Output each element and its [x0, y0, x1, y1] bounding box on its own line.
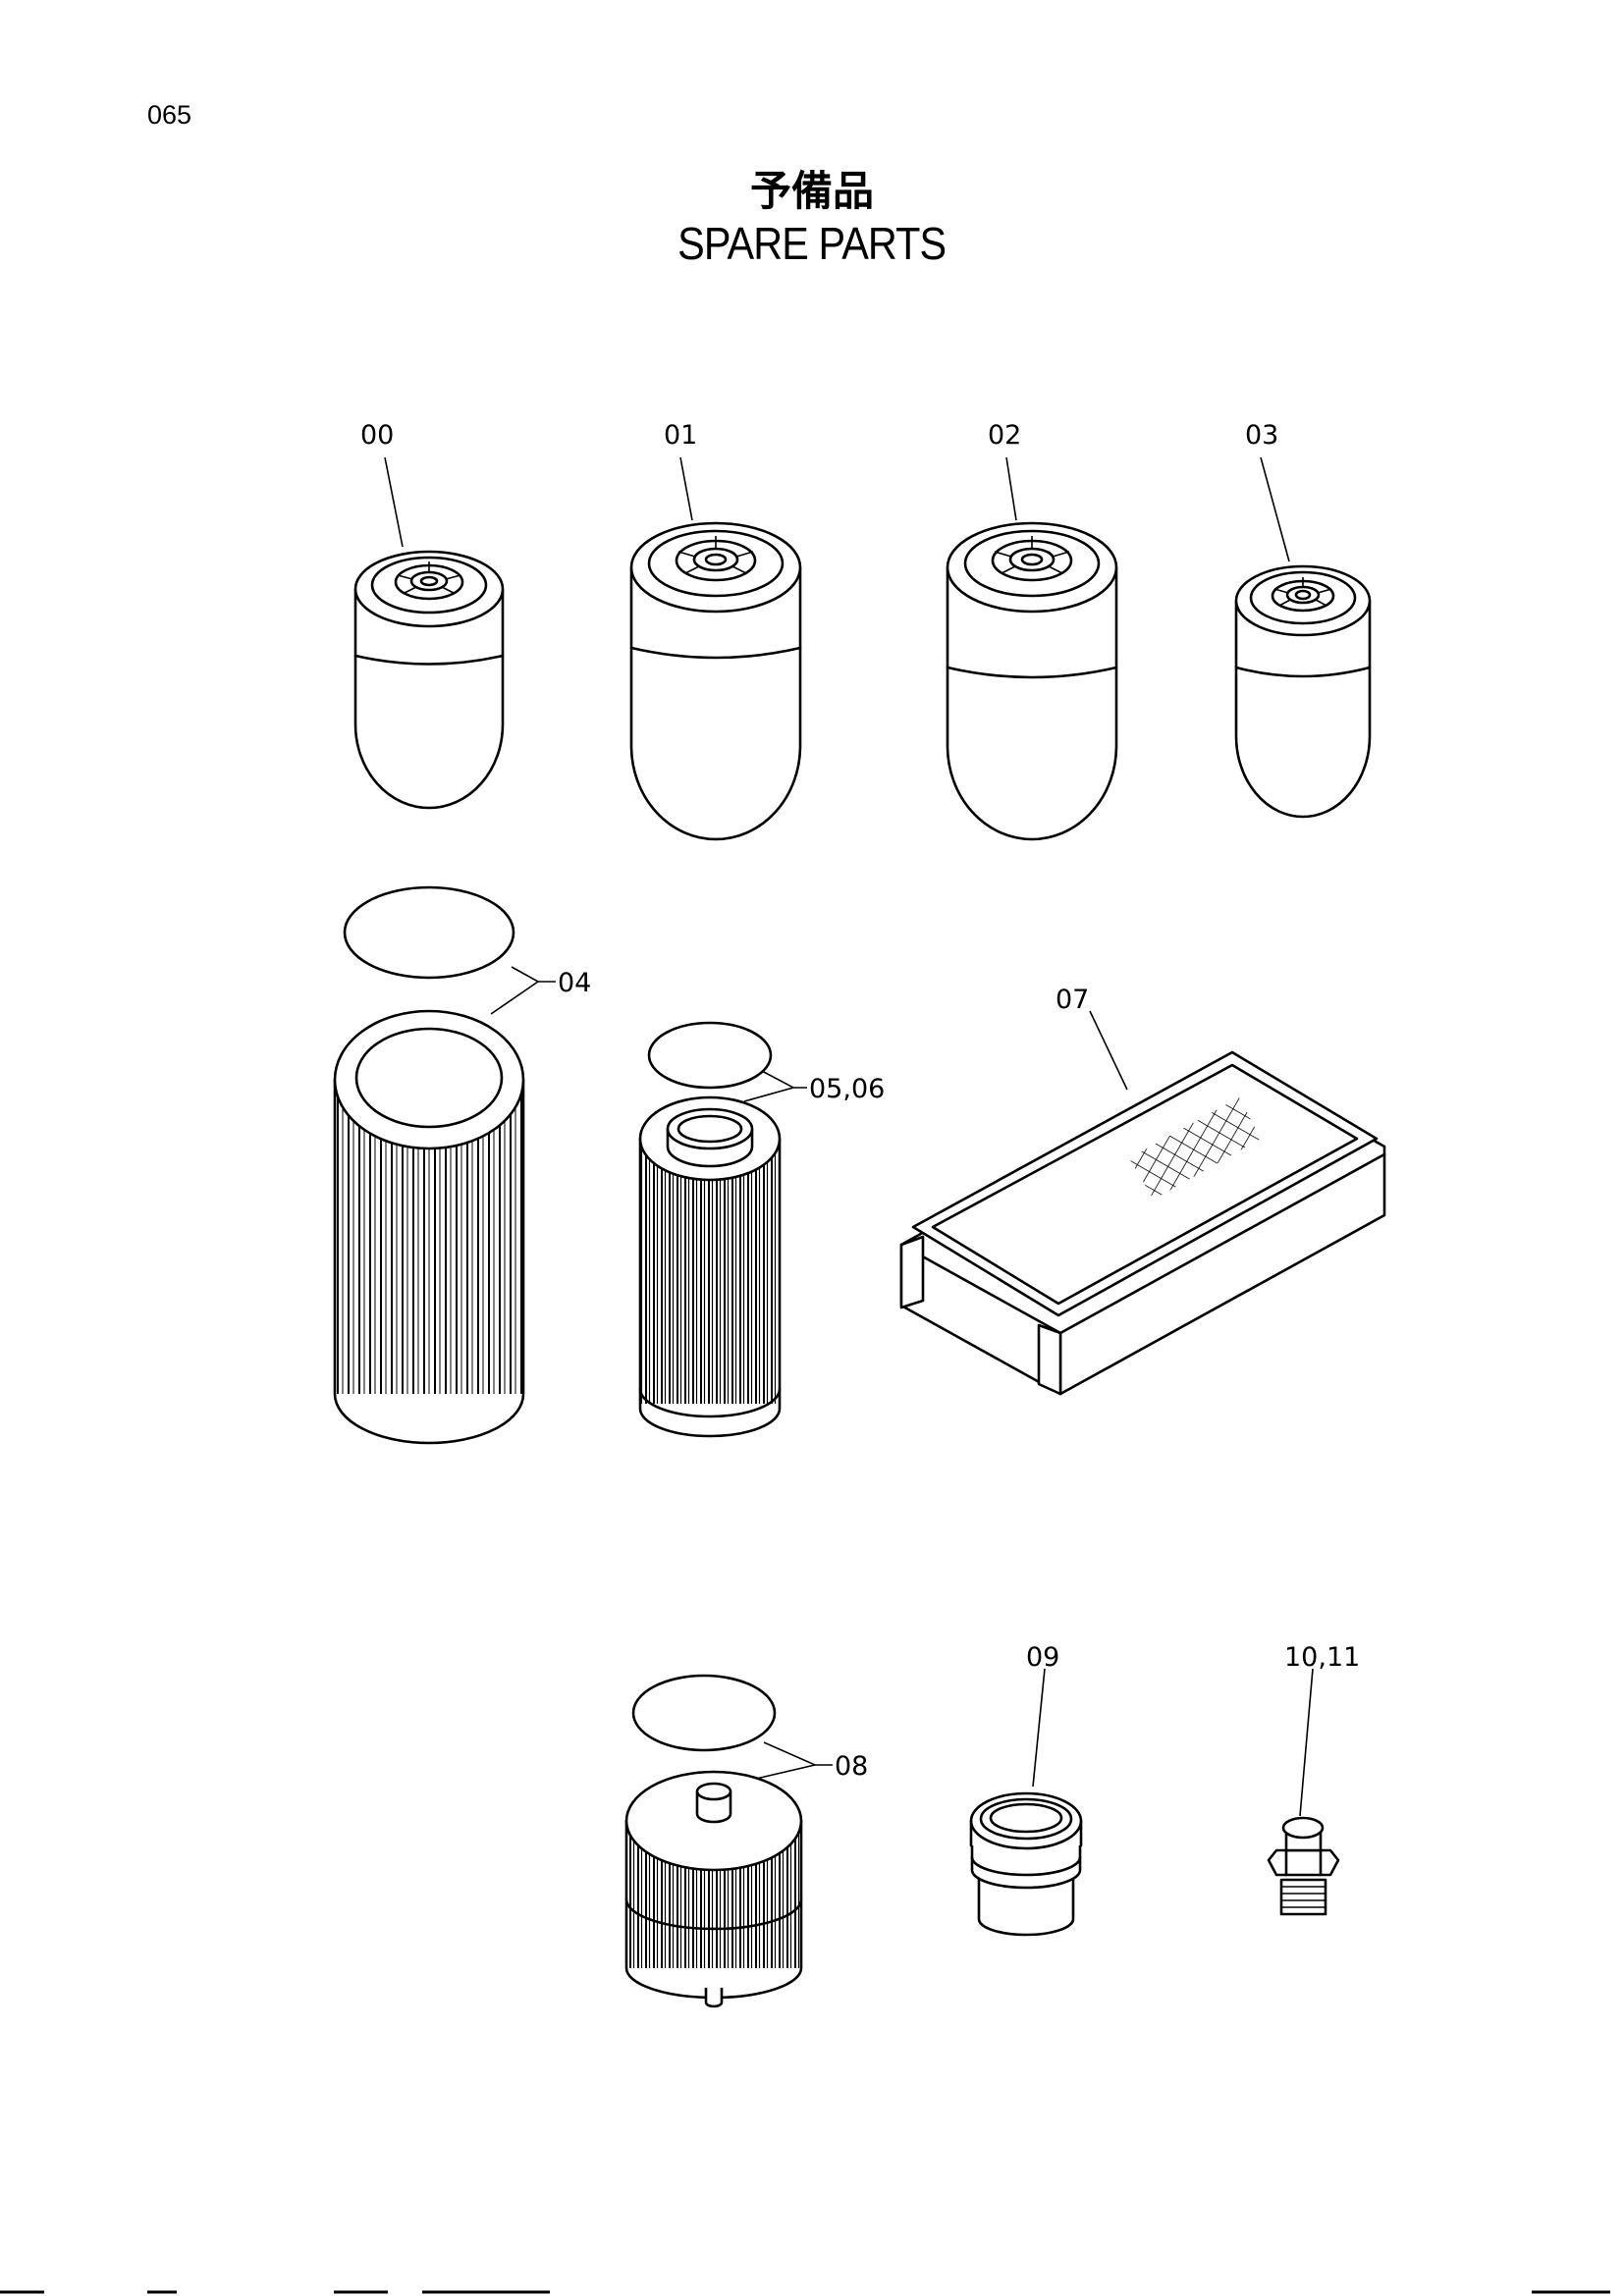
- part-10-11-grease-fitting: [1267, 1816, 1340, 1916]
- callout-05-06: 05,06: [809, 1074, 885, 1104]
- leader-lines: [384, 456, 1314, 1817]
- part-03-spin-on-filter: [1234, 564, 1372, 819]
- part-04-filter-element: [333, 885, 525, 1445]
- callout-03: 03: [1245, 420, 1278, 451]
- callout-09: 09: [1026, 1642, 1059, 1673]
- callout-01: 01: [664, 420, 697, 451]
- page-number: 065: [147, 100, 192, 130]
- title-block: 予備品 SPARE PARTS: [0, 167, 1624, 271]
- callout-08: 08: [835, 1751, 868, 1782]
- page-title-english: SPARE PARTS: [677, 218, 947, 269]
- callout-10-11: 10,11: [1284, 1642, 1360, 1673]
- part-09-plug: [969, 1791, 1083, 1937]
- part-00-spin-on-filter: [353, 550, 505, 810]
- part-07-panel-air-filter: [899, 1050, 1386, 1396]
- part-01-spin-on-filter: [629, 521, 802, 841]
- page-title-japanese: 予備品: [749, 167, 874, 215]
- callout-07: 07: [1056, 985, 1089, 1015]
- part-08-filter-element: [624, 1674, 803, 2008]
- part-05-06-filter-element: [638, 1021, 782, 1438]
- callout-00: 00: [360, 420, 394, 451]
- part-02-spin-on-filter: [946, 521, 1118, 841]
- callout-labels: 00 01 02 03 04 05,06 07 08 09 10,11: [360, 420, 1360, 1782]
- callout-02: 02: [988, 420, 1021, 451]
- callout-04: 04: [558, 968, 591, 998]
